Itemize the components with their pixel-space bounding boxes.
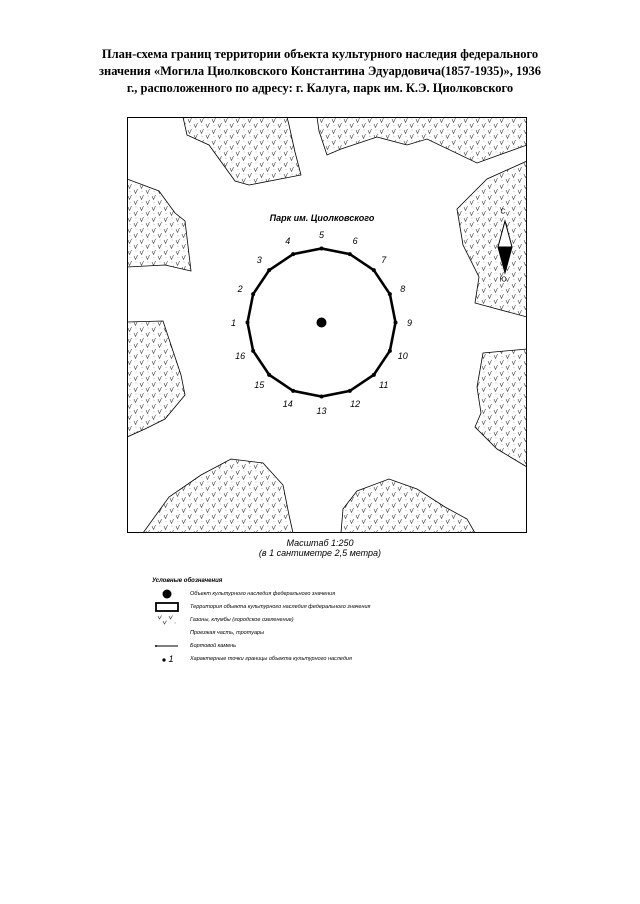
scale-ratio: Масштаб 1:250 [286,538,354,548]
boundary-point-1 [245,320,250,325]
title-line-1: План-схема границ территории объекта кул… [101,47,539,61]
title-line-3: г., расположенного по адресу: г. Калуга,… [126,81,514,95]
lawn-area-bottom-left [142,458,294,533]
legend-text: Характерные точки границы объекта культу… [190,656,352,662]
boundary-point-13 [319,394,324,399]
boundary-point-2 [251,292,256,297]
legend-lawn-icon [152,614,182,626]
boundary-points [245,246,398,399]
legend-rectangle-icon [152,601,182,613]
legend-title: Условные обозначения [152,578,223,584]
boundary-point-15 [267,372,272,377]
legend: Условные обозначения Объект культурного … [152,578,482,666]
boundary-point-12 [347,388,352,393]
boundary-point-6 [347,252,352,257]
title-line-2: значения «Могила Циолковского Константин… [99,64,541,78]
legend-item-curb: Бортовой камень [152,640,482,652]
lawn-area-top-right [316,117,527,164]
lawn-area-top-left [127,117,302,186]
scale-caption: Масштаб 1:250 (в 1 сантиметре 2,5 метра) [200,538,440,558]
legend-text: Газоны, клумбы (городское озеленение) [190,617,294,623]
legend-item-roads: Проезжая часть, тротуары [152,627,482,639]
boundary-point-16 [251,348,256,353]
legend-item-boundary-points: 1 Характерные точки границы объекта куль… [152,653,482,665]
boundary-point-4 [291,252,296,257]
legend-blank-icon [152,627,182,639]
scale-explanation: (в 1 сантиметре 2,5 метра) [258,548,382,558]
legend-item-heritage-object: Объект культурного наследия федерального… [152,588,482,600]
boundary-point-5 [319,246,324,251]
lawn-areas [127,117,527,533]
boundary-point-3 [267,268,272,273]
boundary-point-8 [387,292,392,297]
map-frame [127,117,527,533]
lawn-area-bottom-right [340,478,476,533]
boundary-point-7 [371,268,376,273]
site-plan-map [127,117,527,533]
lawn-area-right-lower [474,348,527,468]
map-title: План-схема границ территории объекта кул… [60,46,580,97]
legend-dot-icon [152,588,182,600]
legend-curb-line-icon [152,640,182,652]
boundary-point-9 [393,320,398,325]
boundary-point-11 [371,372,376,377]
lawn-area-left-lower [127,320,186,438]
boundary-point-14 [291,388,296,393]
legend-item-territory: Территория объекта культурного наследия … [152,601,482,613]
north-arrow-lower-icon [497,246,513,275]
boundary-point-10 [387,348,392,353]
north-arrow [497,219,513,275]
legend-point-marker-label: 1 [168,654,174,664]
legend-text: Объект культурного наследия федерального… [190,591,336,597]
legend-point-marker-icon: 1 [152,653,182,665]
lawn-area-right-upper [456,160,527,318]
legend-text: Бортовой камень [190,643,237,649]
legend-item-lawns: Газоны, клумбы (городское озеленение) [152,614,482,626]
legend-text: Территория объекта культурного наследия … [190,604,371,610]
lawn-area-left-upper [127,178,192,272]
legend-text: Проезжая часть, тротуары [190,630,265,636]
grave-monument-dot [316,317,327,328]
